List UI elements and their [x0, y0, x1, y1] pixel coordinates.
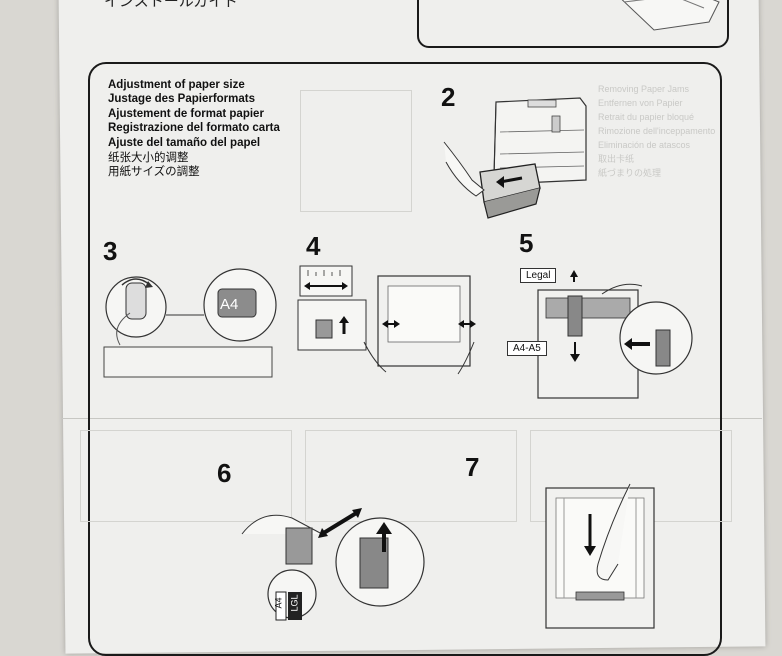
heading-german: Justage des Papierformats	[108, 93, 256, 106]
heading-spanish: Ajuste del tamaño del papel	[108, 136, 261, 149]
a4-badge-label: A4	[220, 296, 239, 313]
fold-line	[62, 418, 762, 419]
small-lgl-mark: LGL	[289, 594, 300, 612]
bleed-through-frame	[80, 430, 292, 522]
step-number-6: 6	[217, 458, 232, 488]
heading-italian: Registrazione del formato carta	[108, 122, 280, 135]
step-number-7: 7	[465, 452, 480, 482]
heading-english: Adjustment of paper size	[108, 79, 245, 91]
previous-section-box	[417, 0, 729, 48]
heading-japanese: 用紙サイズの調整	[108, 164, 200, 179]
printer-tray-illustration	[443, 97, 587, 219]
page-title-fragment: インストールガイド	[104, 0, 239, 10]
length-guide-illustration	[537, 270, 693, 399]
bleed-through-frame	[305, 430, 517, 522]
paper-loading-illustration	[545, 483, 655, 629]
step-number-4: 4	[306, 231, 321, 261]
paper-size-dial-illustration	[103, 268, 277, 378]
heading-french: Ajustement de format papier	[108, 107, 264, 120]
bleed-through-text: Removing Paper Jams Entfernen von Papier…	[598, 84, 716, 178]
printer-corner-illustration	[621, 0, 720, 31]
legal-size-tag: Legal	[520, 268, 557, 283]
bleed-through-frame	[300, 90, 412, 212]
step-number-3: 3	[103, 236, 118, 266]
heading-chinese: 纸张大小的调整	[108, 150, 189, 165]
width-guide-illustration	[297, 265, 476, 375]
tray-guide-slide-illustration	[241, 508, 425, 621]
step-number-2: 2	[441, 82, 456, 112]
step-number-5: 5	[519, 228, 534, 258]
small-a4-mark: A4	[273, 597, 284, 609]
section-headings: Adjustment of paper size Justage des Pap…	[108, 78, 280, 179]
a4-a5-size-tag: A4-A5	[507, 341, 547, 356]
